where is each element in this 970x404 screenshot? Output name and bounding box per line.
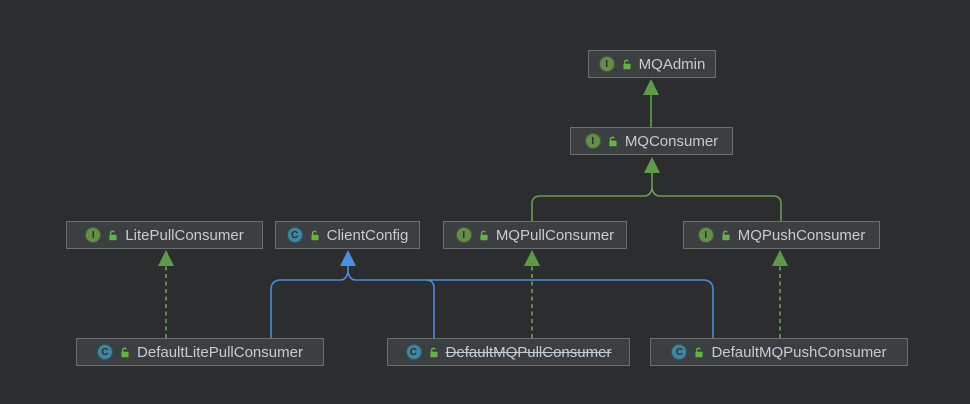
class-icon: C bbox=[671, 344, 688, 360]
class-node-mqconsumer[interactable]: I MQConsumer bbox=[570, 127, 733, 155]
class-node-label: ClientConfig bbox=[326, 226, 409, 244]
interface-icon: I bbox=[584, 133, 601, 149]
class-node-defaultmqpullconsumer[interactable]: C DefaultMQPullConsumer bbox=[387, 338, 630, 366]
class-node-clientconfig[interactable]: C ClientConfig bbox=[275, 221, 420, 249]
unlock-icon bbox=[121, 347, 129, 357]
class-node-label: MQPushConsumer bbox=[737, 226, 866, 244]
class-icon: C bbox=[97, 344, 114, 360]
class-node-mqadmin[interactable]: I MQAdmin bbox=[588, 50, 716, 78]
unlock-icon bbox=[695, 347, 704, 357]
class-node-label: DefaultMQPushConsumer bbox=[711, 343, 887, 361]
class-node-label: MQAdmin bbox=[638, 55, 706, 73]
edge-mqconsumer-extends-mqadmin bbox=[643, 79, 659, 127]
interface-icon: I bbox=[697, 227, 714, 243]
unlock-icon bbox=[311, 230, 319, 240]
edge-defaultmqpush-implements-mqpush bbox=[772, 250, 788, 338]
edge-defaults-extend-clientconfig bbox=[270, 250, 714, 338]
interface-icon: I bbox=[598, 56, 615, 72]
interface-icon: I bbox=[455, 227, 472, 243]
class-node-defaultlitepullconsumer[interactable]: C DefaultLitePullConsumer bbox=[76, 338, 324, 366]
unlock-icon bbox=[429, 347, 438, 357]
edge-defaultlitepull-implements-litepull bbox=[158, 250, 174, 338]
class-icon: C bbox=[405, 344, 422, 360]
edge-defaultmqpull-implements-mqpull bbox=[524, 250, 540, 338]
interface-icon: I bbox=[85, 227, 102, 243]
unlock-icon bbox=[109, 230, 117, 240]
class-node-label: DefaultMQPullConsumer bbox=[445, 343, 612, 361]
class-node-label: MQPullConsumer bbox=[495, 226, 615, 244]
class-icon: C bbox=[286, 227, 303, 243]
unlock-icon bbox=[480, 230, 488, 240]
unlock-icon bbox=[623, 59, 631, 69]
unlock-icon bbox=[609, 136, 617, 146]
unlock-icon bbox=[722, 230, 730, 240]
class-node-mqpushconsumer[interactable]: I MQPushConsumer bbox=[683, 221, 880, 249]
edge-pull-push-extends-mqconsumer bbox=[531, 157, 782, 221]
class-node-litepullconsumer[interactable]: I LitePullConsumer bbox=[66, 221, 263, 249]
class-node-label: MQConsumer bbox=[624, 132, 719, 150]
class-node-mqpullconsumer[interactable]: I MQPullConsumer bbox=[443, 221, 627, 249]
class-node-label: LitePullConsumer bbox=[125, 226, 244, 244]
class-node-label: DefaultLitePullConsumer bbox=[137, 343, 303, 361]
class-node-defaultmqpushconsumer[interactable]: C DefaultMQPushConsumer bbox=[650, 338, 908, 366]
